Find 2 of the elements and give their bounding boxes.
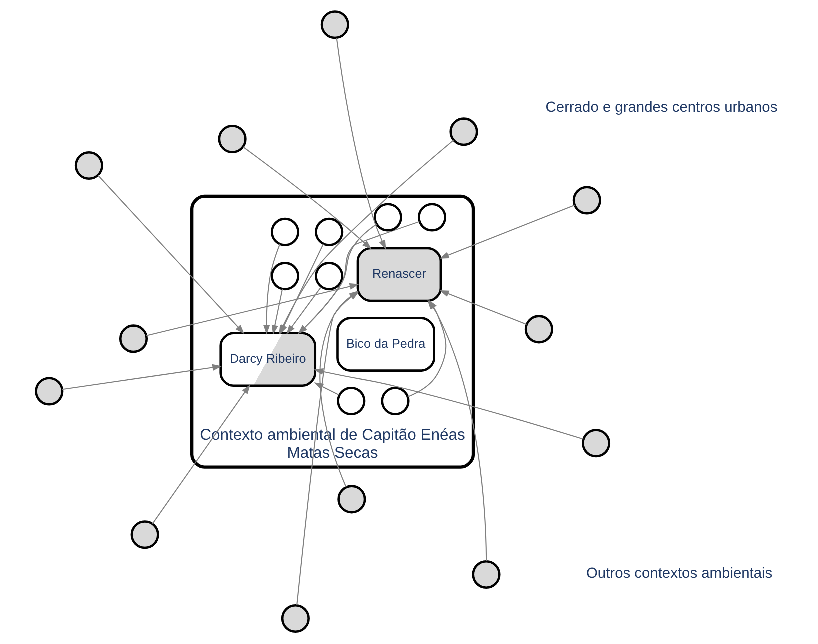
label: Outros contextos ambientais [586,566,772,582]
label: Cerrado e grandes centros urbanos [545,100,778,116]
